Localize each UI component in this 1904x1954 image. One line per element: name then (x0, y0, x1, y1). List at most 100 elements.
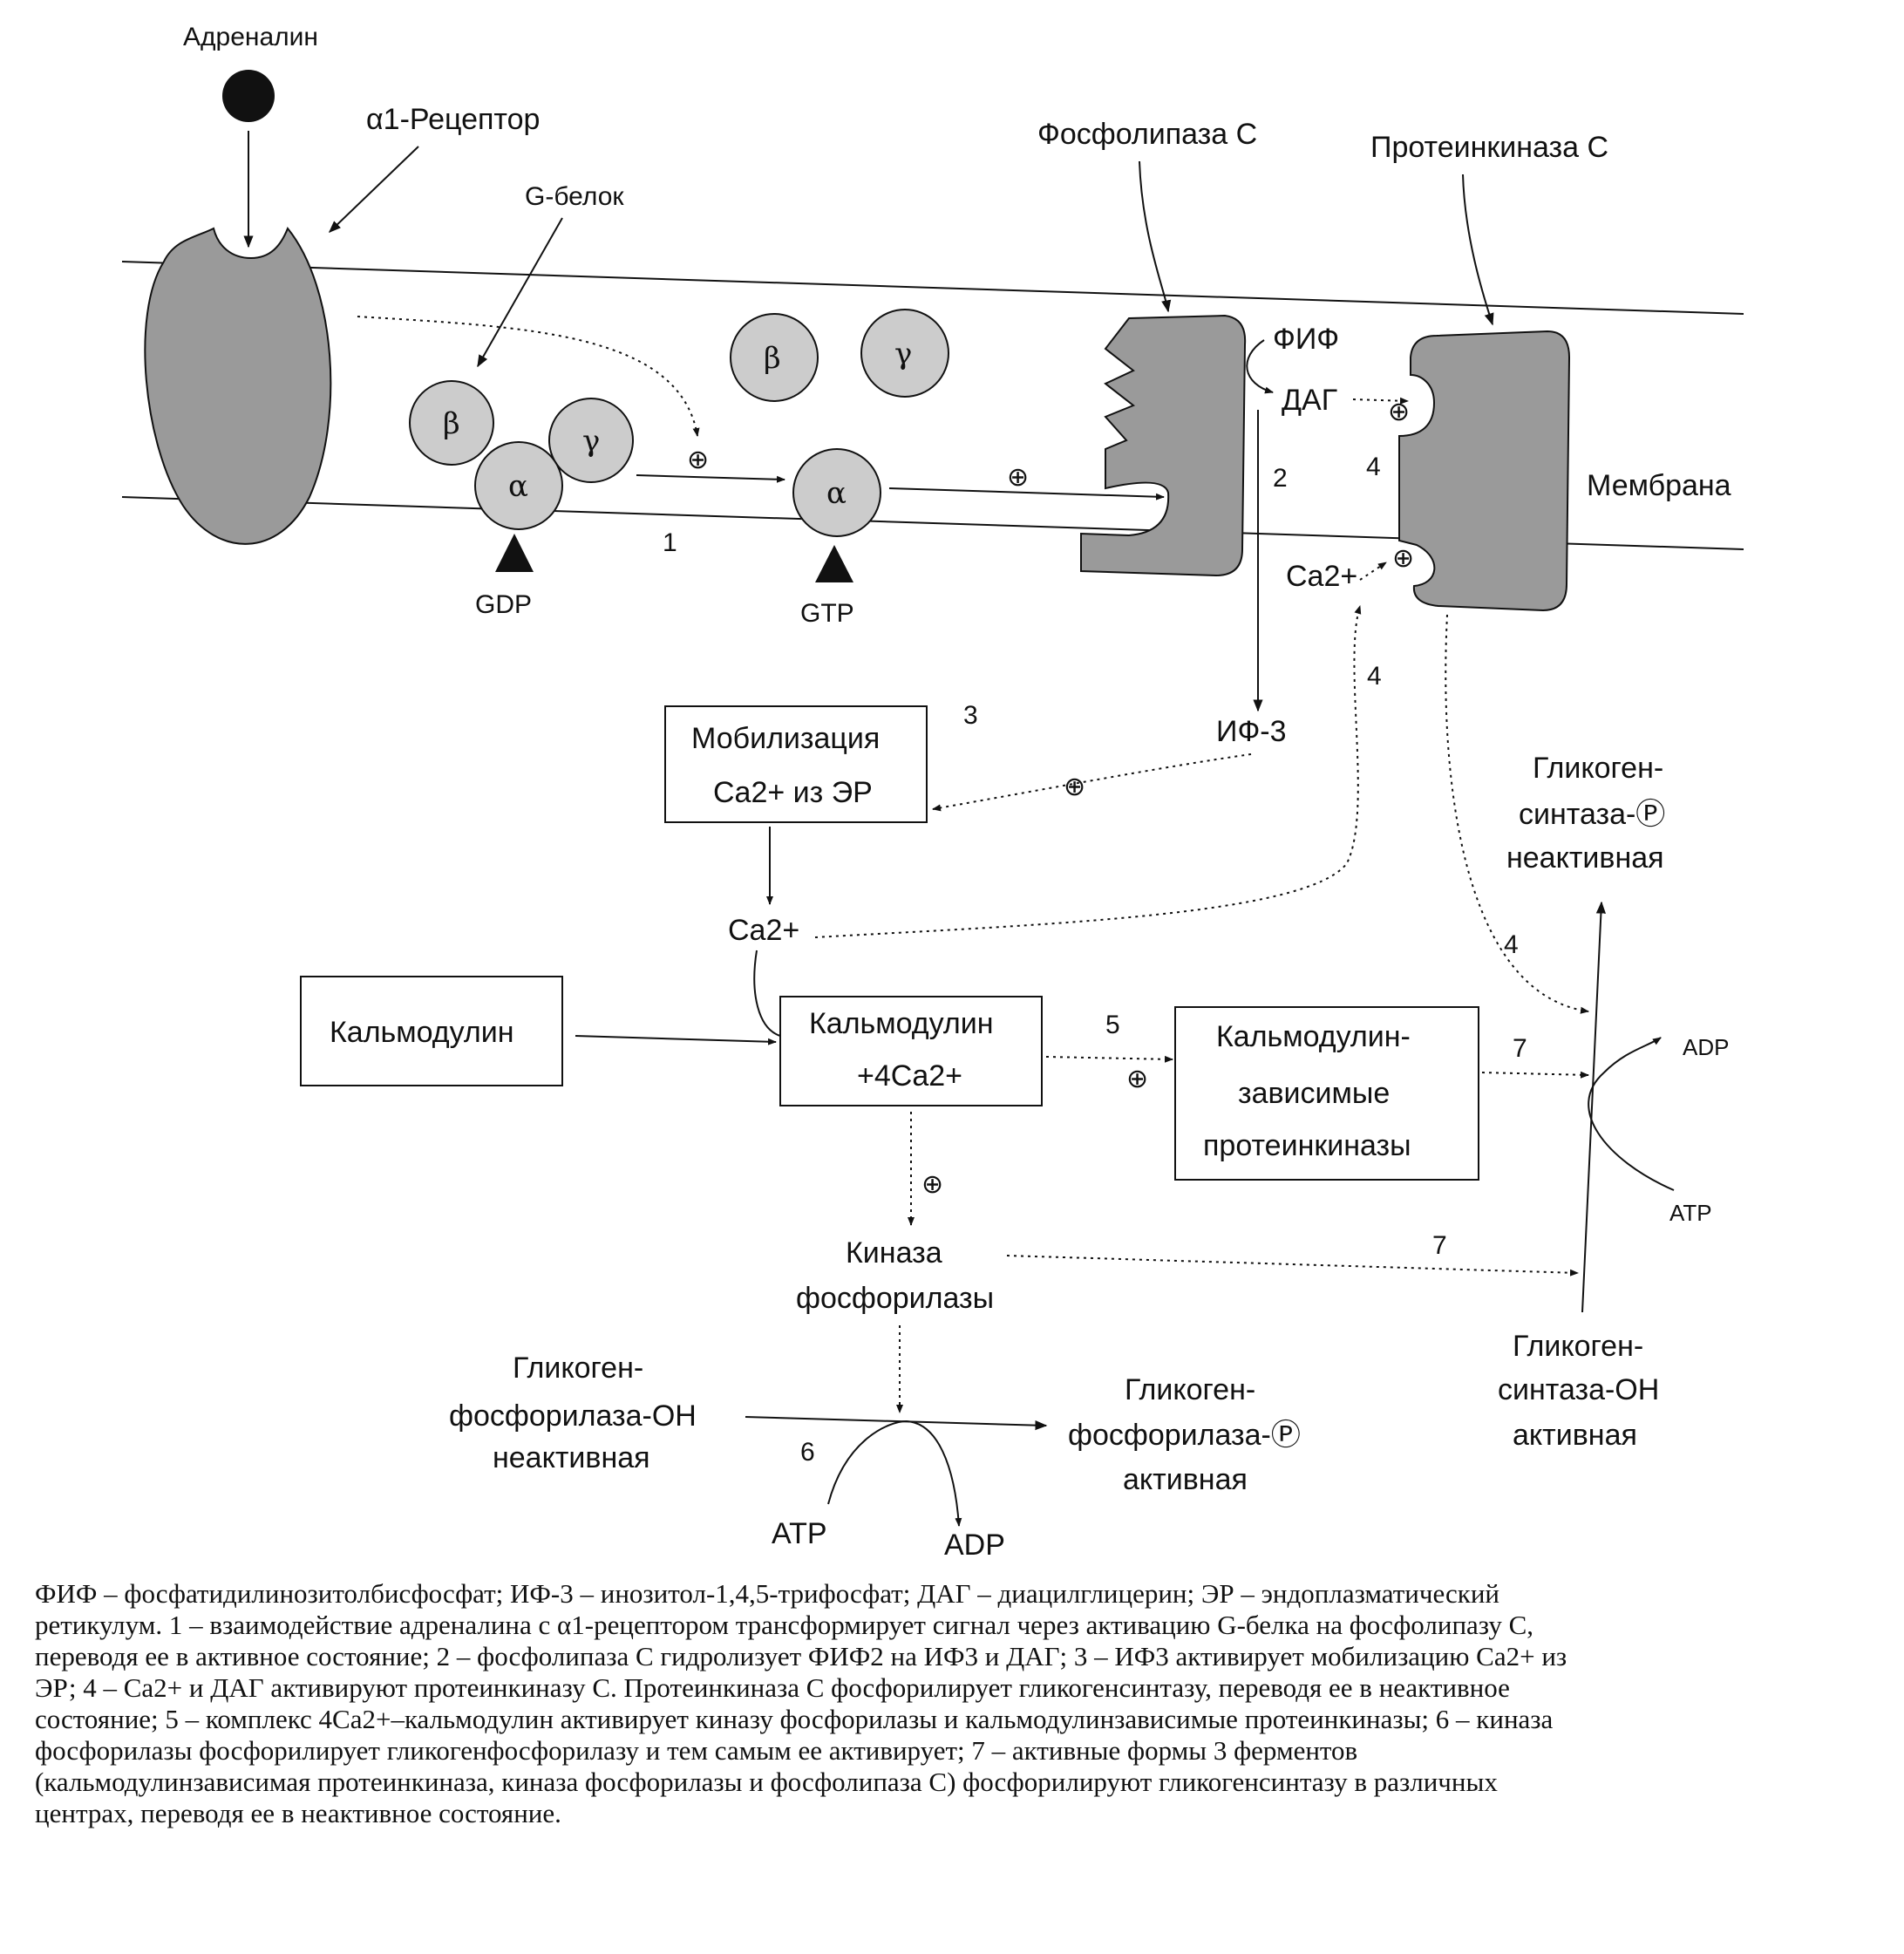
gamma-inactive-symbol: γ (582, 424, 600, 459)
alpha1-receptor-label: α1-Рецептор (366, 103, 540, 136)
caption-line: фосфорилазы фосфорилирует гликогенфосфор… (35, 1735, 1358, 1766)
membrane-label: Мембрана (1587, 469, 1731, 502)
calmodulin-label: Кальмодулин (330, 1016, 514, 1049)
phospholipase-c-pointer (1139, 160, 1172, 313)
ca-to-pkc-dotted-arrow (814, 605, 1362, 938)
signaling-diagram: Адреналин α1-Рецептор G-белок β γ α GDP … (121, 23, 1744, 1562)
plus-camk: ⊕ (1126, 1065, 1148, 1093)
gp-inactive-line2: фосфорилаза-ОН (449, 1399, 697, 1433)
beta-inactive-symbol: β (443, 406, 460, 441)
step-7-phk: 7 (1432, 1231, 1447, 1260)
gs-inactive-line1: Гликоген- (1533, 752, 1663, 785)
plus-ca-pkc: ⊕ (1392, 544, 1414, 573)
step-6: 6 (800, 1438, 815, 1467)
step-5: 5 (1105, 1011, 1120, 1039)
gtp-triangle (815, 545, 853, 582)
phospholipase-c-label: Фосфолипаза С (1037, 118, 1257, 151)
gdp-label: GDP (475, 590, 532, 619)
receptor-to-gprotein-arrow (357, 316, 700, 437)
gp-active-line2: фосфорилаза-Ⓟ (1068, 1419, 1301, 1452)
ip3-to-mobilization-arrow (932, 753, 1252, 812)
ca-released-label: Ca2+ (728, 914, 799, 947)
adp-right-label: ADP (1683, 1034, 1729, 1060)
caption-line: состояние; 5 – комплекс 4Ca2+–кальмодули… (35, 1704, 1554, 1734)
camk-line1: Кальмодулин- (1216, 1020, 1411, 1053)
camk-to-gs-arrow (1481, 1071, 1589, 1079)
phospholipase-c-shape (1080, 314, 1247, 577)
camk-line2: зависимые (1238, 1077, 1390, 1110)
step-7-camk: 7 (1513, 1034, 1527, 1063)
plus-ip3: ⊕ (1064, 773, 1085, 801)
alpha-subunit-active (792, 448, 881, 537)
gs-atp-adp-curve (1588, 1037, 1675, 1191)
step-4-dag: 4 (1366, 453, 1381, 481)
protein-kinase-c-pointer (1462, 174, 1494, 326)
phk-to-gs-arrow (1006, 1255, 1579, 1277)
alpha-to-plc-arrow (888, 487, 1165, 500)
ca-membrane-label: Ca2+ (1286, 560, 1357, 593)
mobilization-line1: Мобилизация (691, 722, 880, 755)
camk-line3: протеинкиназы (1203, 1129, 1411, 1162)
gs-active-line3: активная (1513, 1419, 1637, 1452)
gs-main-arrow (1581, 901, 1607, 1313)
alpha-subunit-inactive (474, 441, 563, 530)
caption-line: ЭР; 4 – Ca2+ и ДАГ активируют протеинкин… (35, 1672, 1510, 1703)
ca-to-complex-curve (753, 950, 781, 1037)
caption-line: центрах, переводя ее в неактивное состоя… (35, 1798, 561, 1828)
gs-inactive-line3: неактивная (1506, 841, 1664, 875)
gs-active-line1: Гликоген- (1513, 1330, 1643, 1363)
beta-subunit-inactive (409, 380, 494, 466)
gamma-subunit-inactive (548, 398, 634, 483)
gs-inactive-line2: синтаза-Ⓟ (1519, 798, 1665, 831)
gp-active-line1: Гликоген- (1125, 1373, 1255, 1406)
g-protein-free-betagamma (730, 309, 949, 402)
step-4-gs: 4 (1504, 930, 1519, 959)
phk-line1: Киназа (846, 1236, 942, 1270)
phk-line2: фосфорилазы (796, 1282, 994, 1315)
plus-phk: ⊕ (921, 1170, 943, 1199)
gamma-free-symbol: γ (894, 337, 912, 371)
beta-subunit-free (730, 313, 819, 402)
adrenaline-label: Адреналин (183, 23, 318, 51)
step-2: 2 (1273, 464, 1288, 493)
mobilization-box (664, 705, 928, 823)
caption-line: (кальмодулинзависимая протеинкиназа, кин… (35, 1767, 1498, 1797)
mobilization-line2: Ca2+ из ЭР (713, 776, 873, 809)
receptor-pointer (328, 146, 419, 233)
protein-kinase-c-shape (1398, 330, 1571, 612)
gamma-subunit-free (860, 309, 949, 398)
g-protein-label: G-белок (525, 182, 624, 211)
beta-free-symbol: β (764, 341, 781, 376)
calmodulin-to-complex-arrow (575, 1035, 777, 1045)
gs-active-line2: синтаза-ОН (1498, 1373, 1659, 1406)
g-protein-pointer (477, 217, 563, 368)
figure-caption: ФИФ – фосфатидилинозитолбисфосфат; ИФ-3 … (35, 1578, 1778, 1829)
gprotein-to-alpha-arrow (636, 474, 785, 483)
gdp-triangle (495, 534, 534, 572)
calmodulin-box (300, 976, 563, 1086)
dag-to-pkc-arrow (1352, 397, 1409, 405)
gtp-label: GTP (800, 599, 854, 628)
gp-atp-adp-curve (827, 1420, 962, 1527)
gp-active-line3: активная (1123, 1463, 1248, 1496)
plus-dag-pkc: ⊕ (1388, 398, 1410, 426)
gp-inactive-line3: неактивная (493, 1441, 650, 1474)
g-protein-inactive (409, 380, 634, 530)
alpha-active-symbol: α (826, 476, 847, 511)
calmodulin-ca-line2: +4Ca2+ (857, 1059, 962, 1093)
adrenaline-molecule (222, 70, 275, 249)
gp-main-arrow (745, 1416, 1048, 1431)
step-4-ca: 4 (1367, 662, 1382, 691)
complex-to-camk-arrow (1045, 1055, 1173, 1063)
plus-gprotein: ⊕ (687, 446, 709, 474)
calmodulin-ca-line1: Кальмодулин (809, 1007, 994, 1040)
adp-bottom-label: ADP (944, 1528, 1005, 1562)
dag-label: ДАГ (1282, 384, 1337, 417)
ip3-label: ИФ-3 (1216, 715, 1287, 748)
step-1: 1 (663, 528, 677, 557)
calmodulin-ca-box (779, 996, 1043, 1106)
plus-plc: ⊕ (1007, 463, 1029, 492)
gp-inactive-line1: Гликоген- (513, 1351, 643, 1385)
camk-box (1174, 1006, 1479, 1181)
pip2-label: ФИФ (1273, 323, 1339, 356)
